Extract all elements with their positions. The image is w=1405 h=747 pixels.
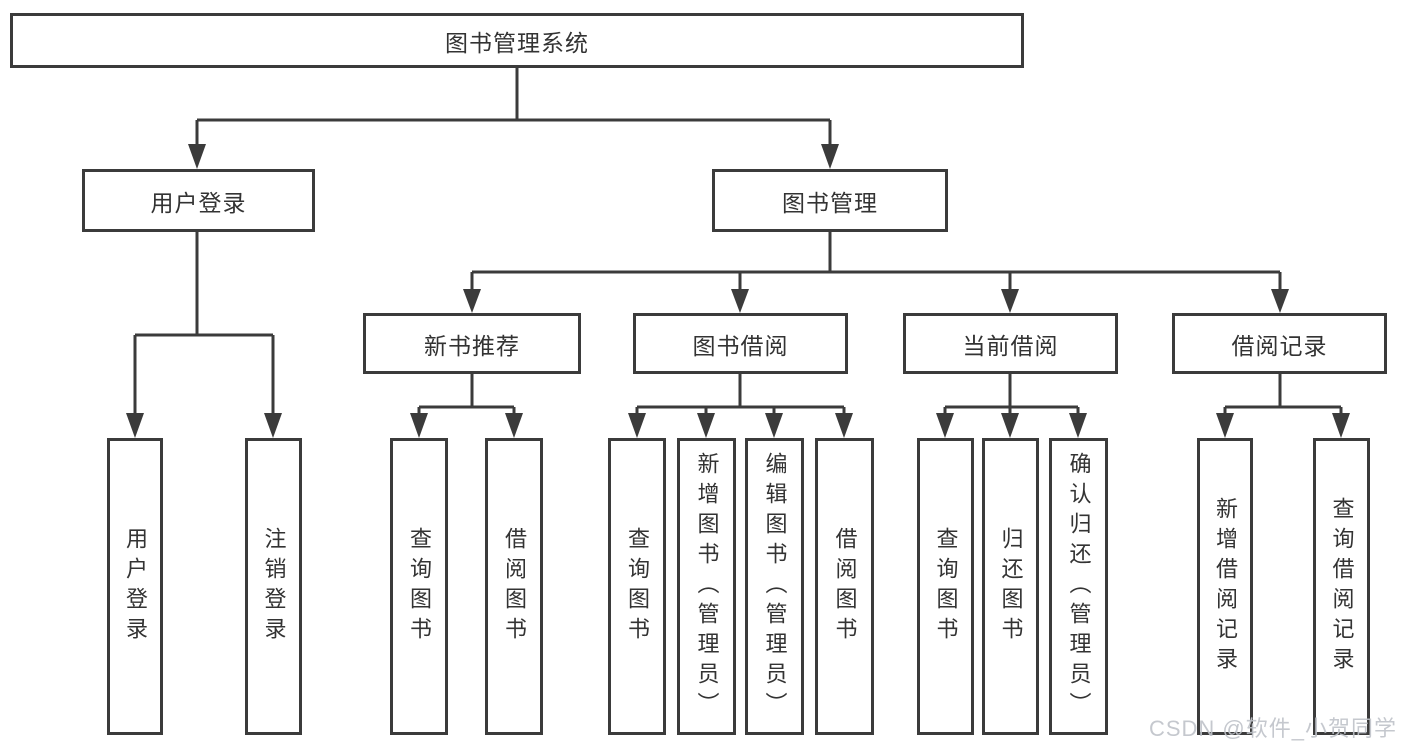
leaf-query-borrow-record: 查询借阅记录 [1313, 438, 1370, 735]
arrow-icon [410, 413, 428, 438]
leaf-borrow-books-borrowing-label: 借阅图书 [832, 526, 858, 647]
node-current-borrowing: 当前借阅 [903, 313, 1118, 374]
node-user-login: 用户登录 [82, 169, 315, 232]
leaf-query-books-borrowing: 查询图书 [608, 438, 666, 735]
arrow-icon [765, 413, 783, 438]
arrow-icon [731, 289, 749, 313]
arrow-icon [463, 289, 481, 313]
arrow-icon [126, 413, 144, 438]
node-borrowing-records: 借阅记录 [1172, 313, 1387, 374]
leaf-query-books-borrowing-label: 查询图书 [625, 526, 650, 647]
arrow-icon [936, 413, 954, 438]
arrow-icon [264, 413, 282, 438]
arrow-icon [1001, 289, 1019, 313]
node-root: 图书管理系统 [10, 13, 1024, 68]
leaf-borrow-books-borrowing: 借阅图书 [815, 438, 874, 735]
arrow-icon [697, 413, 715, 438]
leaf-add-borrow-record: 新增借阅记录 [1197, 438, 1253, 735]
leaf-edit-books-admin: 编辑图书（管理员） [745, 438, 804, 735]
node-book-management-label: 图书管理 [782, 189, 878, 216]
leaf-query-books-recommend-label: 查询图书 [407, 526, 432, 647]
leaf-user-login-label: 用户登录 [123, 526, 148, 647]
arrow-icon [1216, 413, 1234, 438]
arrow-icon [505, 413, 523, 438]
leaf-borrow-books-recommend: 借阅图书 [485, 438, 543, 735]
watermark: CSDN @软件_小贺同学 [1148, 716, 1397, 741]
node-user-login-label: 用户登录 [150, 189, 247, 216]
leaf-add-borrow-record-label: 新增借阅记录 [1213, 496, 1238, 677]
arrow-icon [1069, 413, 1087, 438]
leaf-borrow-books-recommend-label: 借阅图书 [502, 526, 527, 647]
arrow-icon [628, 413, 646, 438]
node-current-borrowing-label: 当前借阅 [962, 332, 1059, 359]
leaf-return-books: 归还图书 [982, 438, 1039, 735]
node-borrowing-records-label: 借阅记录 [1231, 332, 1328, 359]
leaf-user-login: 用户登录 [107, 438, 163, 735]
leaf-return-books-label: 归还图书 [998, 526, 1024, 647]
node-book-management: 图书管理 [712, 169, 948, 232]
leaf-add-books-admin: 新增图书（管理员） [677, 438, 736, 735]
leaf-logout: 注销登录 [245, 438, 302, 735]
node-new-book-recommend-label: 新书推荐 [424, 332, 520, 359]
node-book-borrowing: 图书借阅 [633, 313, 848, 374]
leaf-edit-books-admin-label: 编辑图书（管理员） [762, 451, 788, 722]
leaf-confirm-return-admin: 确认归还（管理员） [1049, 438, 1108, 735]
node-new-book-recommend: 新书推荐 [363, 313, 581, 374]
arrow-icon [835, 413, 853, 438]
leaf-query-books-current: 查询图书 [917, 438, 974, 735]
node-root-label: 图书管理系统 [445, 29, 589, 56]
arrow-icon [1271, 289, 1289, 313]
leaf-confirm-return-admin-label: 确认归还（管理员） [1066, 451, 1092, 722]
leaf-query-borrow-record-label: 查询借阅记录 [1329, 496, 1355, 677]
arrow-icon [1332, 413, 1350, 438]
arrow-icon [188, 144, 206, 169]
leaf-query-books-recommend: 查询图书 [390, 438, 448, 735]
arrow-icon [821, 144, 839, 169]
leaf-query-books-current-label: 查询图书 [933, 526, 959, 647]
arrow-icon [1001, 413, 1019, 438]
leaf-logout-label: 注销登录 [261, 526, 287, 647]
leaf-add-books-admin-label: 新增图书（管理员） [694, 451, 720, 722]
node-book-borrowing-label: 图书借阅 [692, 332, 789, 359]
